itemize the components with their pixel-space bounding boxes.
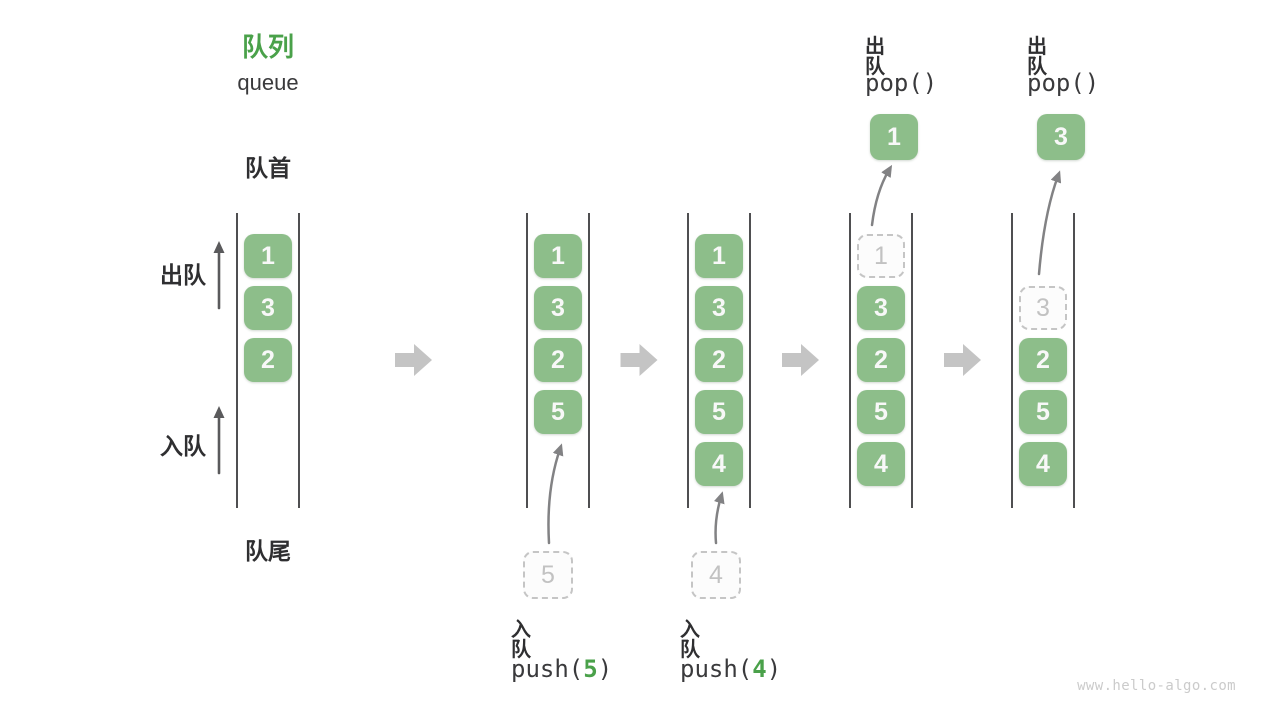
queue-channel-right-wall xyxy=(749,213,751,508)
queue-element-box: 3 xyxy=(695,286,743,330)
code-arg: 4 xyxy=(752,655,767,683)
queue-element-box: 4 xyxy=(857,442,905,486)
enqueue-op-code: push(4) xyxy=(680,657,781,681)
queue-element-box: 2 xyxy=(1019,338,1067,382)
queue-element-box: 3 xyxy=(244,286,292,330)
queue-channel-left-wall xyxy=(849,213,851,508)
dequeue-arrow-icon xyxy=(1037,170,1062,276)
queue-element-box: 4 xyxy=(695,442,743,486)
queue-channel-right-wall xyxy=(588,213,590,508)
dequeue-side-label: 出队 xyxy=(160,262,206,288)
queue-element-box: 3 xyxy=(1019,286,1067,330)
enqueue-op-label: 入队 xyxy=(680,619,700,661)
queue-element-box: 1 xyxy=(857,234,905,278)
queue-element-box: 5 xyxy=(1019,390,1067,434)
queue-element-box: 2 xyxy=(695,338,743,382)
code-text: push( xyxy=(680,655,753,683)
pending-element-box: 5 xyxy=(523,551,573,599)
dequeue-op-code: pop() xyxy=(1027,69,1100,97)
queue-channel-right-wall xyxy=(298,213,300,508)
queue-element-box: 5 xyxy=(534,390,582,434)
queue-front-label: 队首 xyxy=(245,155,291,181)
state-transition-arrow-icon xyxy=(395,344,432,376)
state-transition-arrow-icon xyxy=(782,344,819,376)
queue-element-box: 3 xyxy=(534,286,582,330)
queue-element-box: 2 xyxy=(244,338,292,382)
queue-rear-label: 队尾 xyxy=(245,538,291,564)
popped-element-box: 1 xyxy=(870,114,918,160)
diagram-title-chinese: 队列 xyxy=(241,32,294,62)
enqueue-arrow-icon xyxy=(547,443,564,545)
queue-element-box: 2 xyxy=(857,338,905,382)
code-text: ) xyxy=(766,655,782,683)
pending-element-box: 4 xyxy=(691,551,741,599)
queue-element-box: 2 xyxy=(534,338,582,382)
queue-channel-left-wall xyxy=(1011,213,1013,508)
code-text: ) xyxy=(597,655,613,683)
queue-element-box: 3 xyxy=(857,286,905,330)
queue-channel-right-wall xyxy=(911,213,913,508)
dequeue-op-label: 出队 xyxy=(1027,36,1047,78)
diagram-title-english: queue xyxy=(237,70,299,95)
enqueue-op-label: 入队 xyxy=(511,619,531,661)
dequeue-op-code: pop() xyxy=(865,69,938,97)
queue-channel-left-wall xyxy=(236,213,238,508)
queue-element-box: 5 xyxy=(695,390,743,434)
code-arg: 5 xyxy=(583,655,598,683)
state-transition-arrow-icon xyxy=(944,344,981,376)
enqueue-arrow-icon xyxy=(713,491,725,545)
queue-element-box: 4 xyxy=(1019,442,1067,486)
popped-element-box: 3 xyxy=(1037,114,1085,160)
dequeue-arrow-icon xyxy=(870,164,893,227)
queue-channel-left-wall xyxy=(687,213,689,508)
queue-element-box: 1 xyxy=(534,234,582,278)
site-watermark: www.hello-algo.com xyxy=(1077,678,1236,694)
queue-element-box: 1 xyxy=(695,234,743,278)
code-text: push( xyxy=(511,655,584,683)
queue-channel-left-wall xyxy=(526,213,528,508)
state-transition-arrow-icon xyxy=(620,344,658,376)
queue-element-box: 1 xyxy=(244,234,292,278)
dequeue-op-label: 出队 xyxy=(865,36,885,78)
enqueue-side-label: 入队 xyxy=(160,433,206,459)
queue-channel-right-wall xyxy=(1073,213,1075,508)
enqueue-op-code: push(5) xyxy=(511,657,612,681)
queue-element-box: 5 xyxy=(857,390,905,434)
